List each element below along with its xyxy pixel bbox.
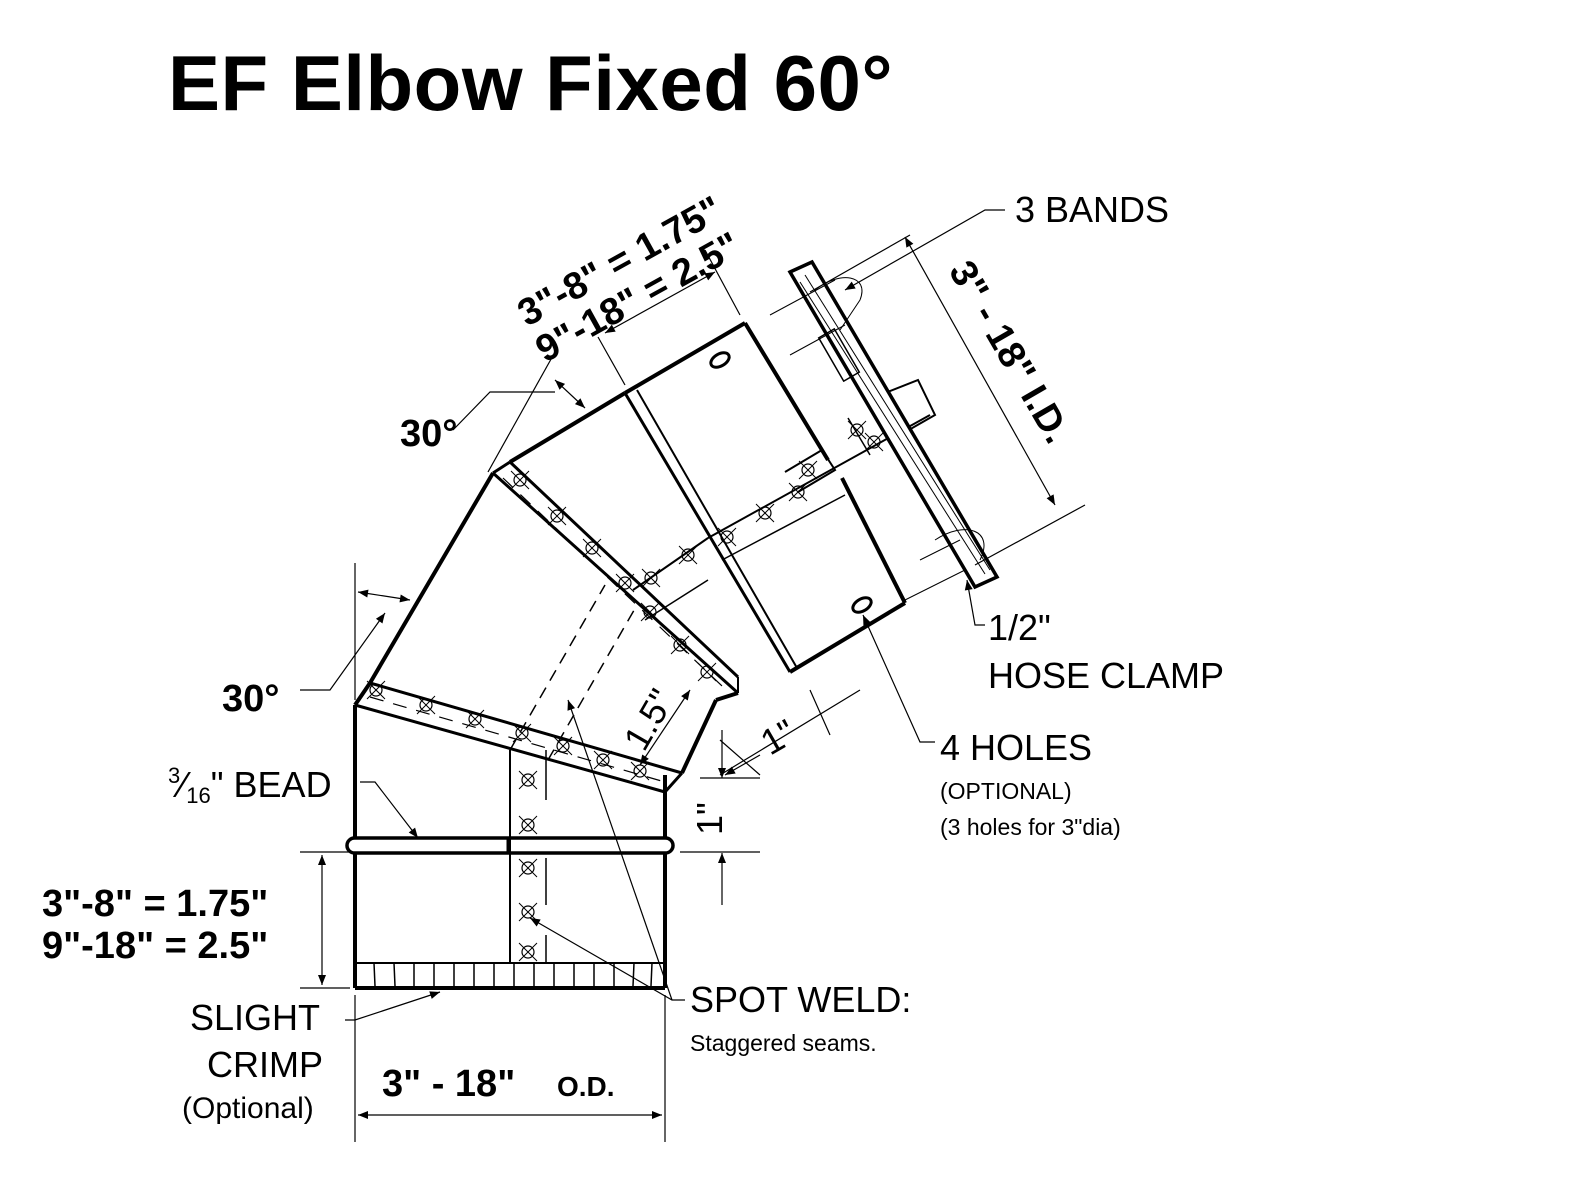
dimension-lines — [300, 209, 1086, 1142]
angle-top-label: 30° — [400, 413, 458, 455]
angle-left-label: 30° — [222, 678, 280, 720]
optional-label: (OPTIONAL) — [940, 778, 1072, 804]
hose-clamp-label: HOSE CLAMP — [988, 655, 1225, 696]
three-holes-note: (3 holes for 3"dia) — [940, 814, 1121, 840]
bead-numerator: 3 — [168, 763, 181, 788]
crimp-label: CRIMP — [207, 1044, 323, 1085]
slight-label: SLIGHT — [190, 997, 321, 1038]
bottom-section — [345, 705, 675, 990]
four-holes-label: 4 HOLES — [940, 727, 1093, 768]
offset-vert-label: 1" — [689, 802, 730, 835]
crimp-optional-label: (Optional) — [182, 1092, 314, 1125]
three-bands-label: 3 BANDS — [1015, 189, 1170, 230]
bottom-band-width-line1: 3"-8" = 1.75" — [42, 883, 269, 925]
middle-section — [368, 391, 740, 774]
bottom-band-width-line2: 9"-18" = 2.5" — [42, 925, 269, 967]
hose-clamp — [769, 259, 1000, 601]
staggered-seams-label: Staggered seams. — [690, 1030, 877, 1056]
hose-clamp-size: 1/2" — [988, 607, 1051, 648]
bead-denominator: 16 — [186, 783, 211, 808]
od-suffix-label: O.D. — [557, 1071, 615, 1102]
top-section — [623, 321, 937, 674]
od-dimension-label: 3" - 18" — [382, 1063, 516, 1105]
drawing-title: EF Elbow Fixed 60° — [168, 39, 894, 127]
bead-label: 3⁄16" BEAD — [168, 763, 332, 808]
bead-text: " BEAD — [210, 764, 332, 805]
spot-weld-label: SPOT WELD: — [690, 979, 912, 1020]
